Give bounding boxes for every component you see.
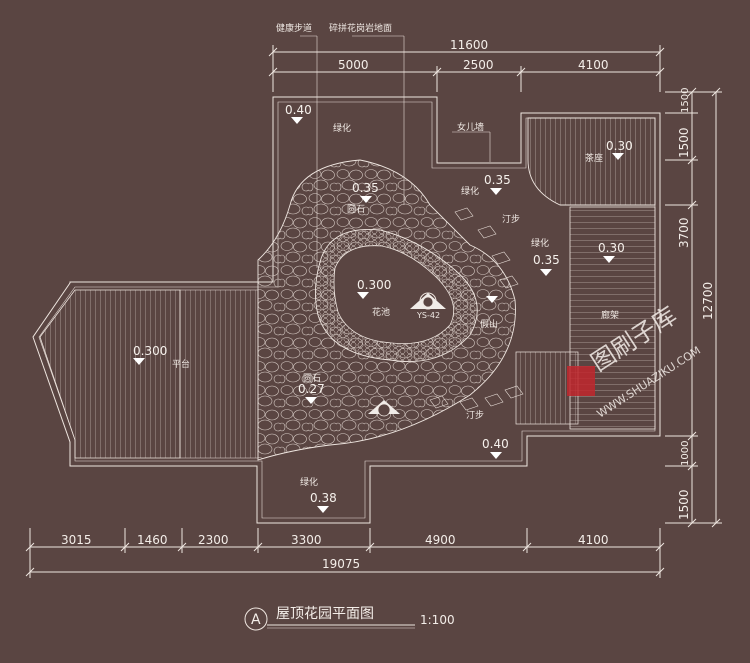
label-rockery: 假山 bbox=[480, 319, 498, 330]
level-sw-paving: 0.27 bbox=[298, 382, 325, 396]
label-stone1: 圆石 bbox=[347, 204, 365, 215]
top-dimensions bbox=[268, 45, 665, 92]
bottom-dim-seg2: 1460 bbox=[137, 533, 168, 547]
label-step2: 汀步 bbox=[466, 410, 484, 421]
level-east-center-triangle bbox=[540, 269, 552, 276]
level-east-paving-triangle bbox=[486, 296, 498, 303]
label-step1: 汀步 bbox=[502, 214, 520, 225]
drawing-scale: 1:100 bbox=[420, 613, 455, 627]
level-north-paving: 0.35 bbox=[352, 181, 379, 195]
label-green-e: 绿化 bbox=[461, 185, 479, 197]
bottom-dim-seg4: 3300 bbox=[291, 533, 322, 547]
platform-deck-wedge bbox=[179, 289, 259, 459]
level-corridor: 0.30 bbox=[598, 241, 625, 255]
label-green-mid: 绿化 bbox=[531, 237, 549, 249]
bottom-dim-seg5: 4900 bbox=[425, 533, 456, 547]
level-pool: 0.300 bbox=[357, 278, 391, 292]
title-block: A 屋顶花园平面图 1:100 bbox=[244, 606, 455, 631]
level-south-triangle bbox=[317, 506, 329, 513]
level-markers: 0.40 0.30 0.35 0.35 0.30 0.35 0.300 0.30… bbox=[133, 103, 633, 513]
level-east-triangle bbox=[490, 188, 502, 195]
paving-callout: 碎拼花岗岩地面 bbox=[329, 22, 392, 34]
level-east: 0.35 bbox=[484, 173, 511, 187]
pool-symbol bbox=[410, 292, 446, 310]
right-dim-total: 12700 bbox=[701, 282, 715, 320]
level-platform: 0.300 bbox=[133, 344, 167, 358]
drawing-title: 屋顶花园平面图 bbox=[276, 606, 374, 622]
level-platform-triangle bbox=[133, 358, 145, 365]
top-dim-seg3: 4100 bbox=[578, 58, 609, 72]
label-corridor: 廊架 bbox=[601, 309, 619, 321]
roof-outline bbox=[32, 96, 661, 524]
bottom-dim-seg6: 4100 bbox=[578, 533, 609, 547]
top-dim-seg1: 5000 bbox=[338, 58, 369, 72]
level-nw-triangle bbox=[291, 117, 303, 124]
callout-leaders bbox=[300, 35, 491, 268]
label-stone2: 圆石 bbox=[303, 373, 321, 384]
bottom-dimensions bbox=[25, 528, 665, 578]
level-nw: 0.40 bbox=[285, 103, 312, 117]
level-teahouse: 0.30 bbox=[606, 139, 633, 153]
pool-water bbox=[333, 245, 454, 344]
level-corridor-triangle bbox=[603, 256, 615, 263]
platform-deck bbox=[39, 289, 181, 459]
level-se-triangle bbox=[490, 452, 502, 459]
label-green-s: 绿化 bbox=[300, 476, 318, 488]
bottom-dim-seg3: 2300 bbox=[198, 533, 229, 547]
level-south: 0.38 bbox=[310, 491, 337, 505]
rock-symbol bbox=[368, 400, 400, 417]
stepping-stones bbox=[429, 207, 524, 411]
bottom-dim-total: 19075 bbox=[322, 557, 360, 571]
top-dim-seg2: 2500 bbox=[463, 58, 494, 72]
label-green-nw: 绿化 bbox=[333, 122, 351, 134]
right-dimensions bbox=[665, 87, 722, 528]
level-east-center: 0.35 bbox=[533, 253, 560, 267]
right-dim-seg1: 1500 bbox=[680, 88, 691, 113]
level-pool-triangle bbox=[357, 292, 369, 299]
section-mark: A bbox=[251, 612, 261, 628]
bottom-dim-seg1: 3015 bbox=[61, 533, 92, 547]
level-sw-paving-triangle bbox=[305, 397, 317, 404]
level-north-paving-triangle bbox=[360, 196, 372, 203]
watermark-logo-icon bbox=[567, 366, 595, 396]
teahouse-deck bbox=[527, 117, 656, 206]
parapet-callout: 女儿墙 bbox=[457, 121, 484, 133]
label-pool: 花池 bbox=[372, 306, 390, 318]
label-platform: 平台 bbox=[172, 358, 190, 370]
label-teahouse: 茶座 bbox=[585, 152, 603, 164]
level-se: 0.40 bbox=[482, 437, 509, 451]
top-dim-total: 11600 bbox=[450, 38, 488, 52]
section-circle bbox=[244, 607, 268, 631]
right-dim-seg4: 1500 bbox=[677, 489, 691, 520]
path-callout: 健康步道 bbox=[276, 22, 312, 34]
right-dim-seg2: 1500 bbox=[677, 127, 691, 158]
label-pool-code: YS-42 bbox=[416, 311, 440, 320]
level-teahouse-triangle bbox=[612, 153, 624, 160]
right-dim-seg5: 1000 bbox=[680, 441, 691, 466]
right-dim-seg3: 3700 bbox=[677, 217, 691, 248]
